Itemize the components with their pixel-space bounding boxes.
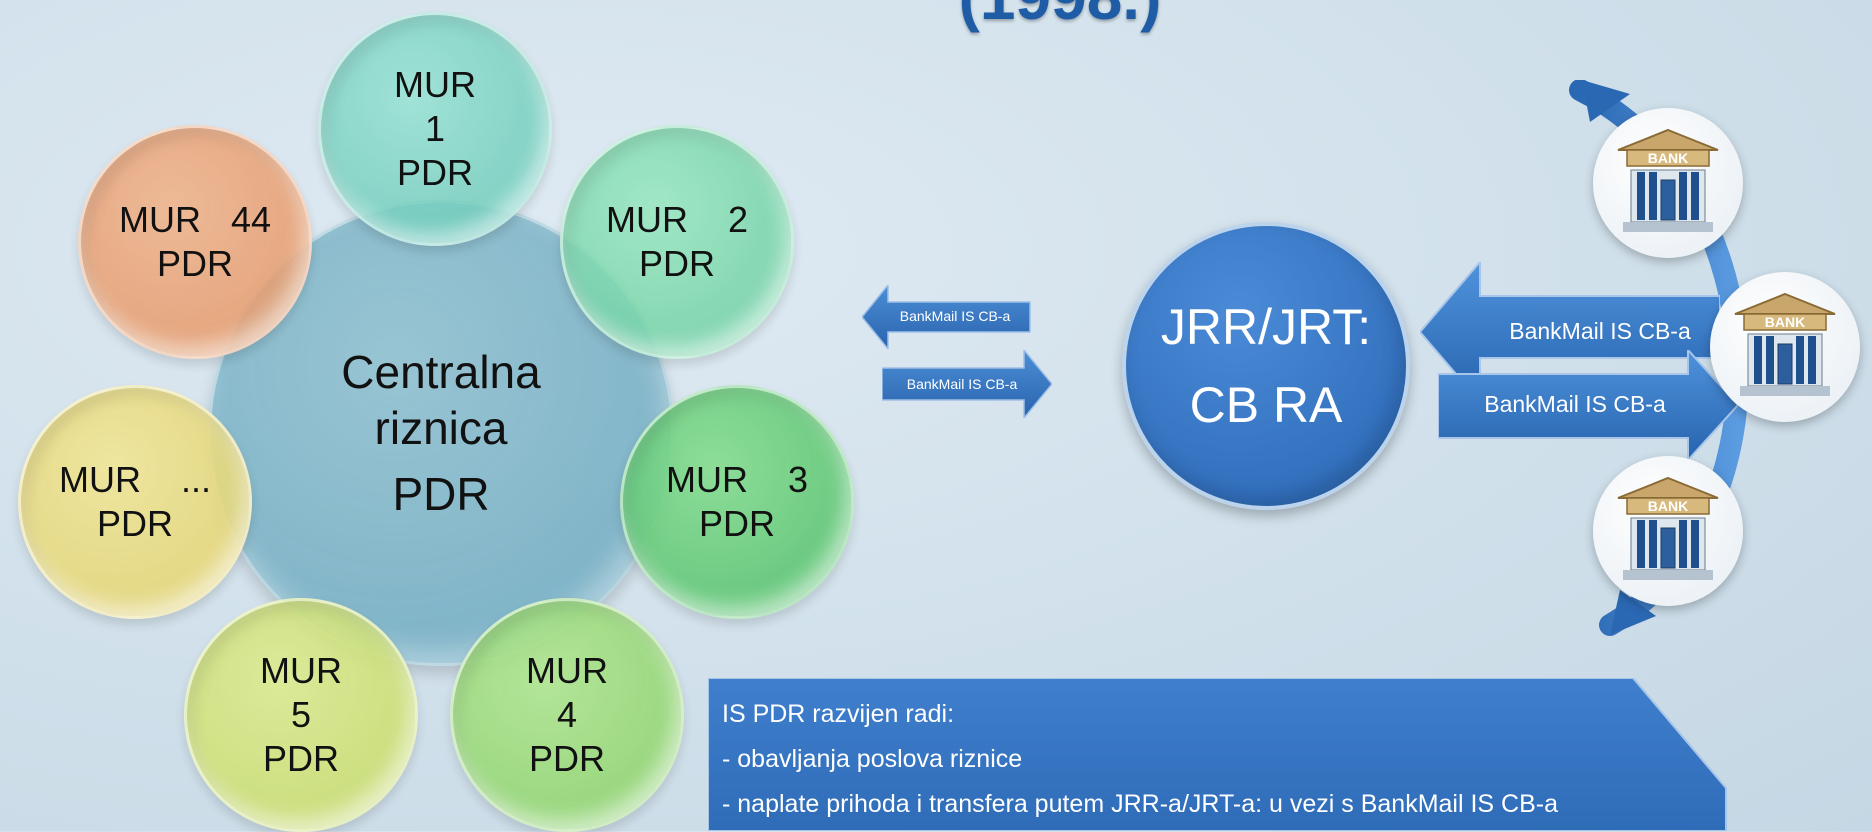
- big-arrow-right: [1438, 350, 1738, 460]
- mur4-line-2: 4: [556, 694, 578, 735]
- mur1-line-2: 1: [424, 108, 446, 149]
- mur5-line-1: MUR: [260, 650, 342, 691]
- jrr-jrt-circle: JRR/JRT: CB RA: [1122, 222, 1410, 510]
- slide-title: (1998.): [930, 0, 1190, 34]
- central-line-2: riznica: [374, 402, 508, 454]
- central-line-1: Centralna: [341, 346, 541, 398]
- bank-icon-top: BANK: [1593, 108, 1743, 258]
- bottom-line-3: - naplate prihoda i transfera putem JRR-…: [722, 790, 1558, 818]
- big-arrow-left-label: BankMail IS CB-a: [1509, 318, 1691, 344]
- bank-building-icon: BANK: [1617, 128, 1719, 232]
- bank-icon-bottom: BANK: [1593, 456, 1743, 606]
- mur-bubble-5: MUR 5 PDR: [184, 598, 418, 832]
- mur1-line-3: PDR: [396, 152, 473, 193]
- bank-label: BANK: [1648, 150, 1688, 166]
- mur44-line-2: PDR: [156, 243, 233, 284]
- mur5-line-2: 5: [290, 694, 312, 735]
- mur2-line-1: MUR 2: [605, 199, 748, 240]
- mur-bubble-1: MUR 1 PDR: [318, 12, 552, 246]
- bank-label: BANK: [1765, 314, 1805, 330]
- small-arrow-left: [862, 285, 1031, 349]
- central-line-3: PDR: [392, 468, 490, 520]
- big-arrow-right-label: BankMail IS CB-a: [1484, 391, 1666, 417]
- bottom-info-panel: IS PDR razvijen radi: - obavljanja poslo…: [708, 678, 1728, 831]
- bottom-line-1: IS PDR razvijen radi:: [722, 700, 955, 728]
- bottom-text-block: IS PDR razvijen radi: - obavljanja poslo…: [722, 692, 1558, 827]
- mur-bubble-2: MUR 2 PDR: [560, 125, 794, 359]
- bank-icon-middle: BANK: [1710, 272, 1860, 422]
- bottom-panel-arrow-shape: [708, 678, 1727, 831]
- bank-building-icon: BANK: [1734, 292, 1836, 396]
- mur5-line-3: PDR: [262, 738, 339, 779]
- mur2-line-2: PDR: [638, 243, 715, 284]
- bottom-line-2: - obavljanja poslova riznice: [722, 745, 1023, 773]
- mur1-line-1: MUR: [394, 64, 476, 105]
- mur-bubble-4: MUR 4 PDR: [450, 598, 684, 832]
- small-arrow-left-label: BankMail IS CB-a: [899, 308, 1011, 324]
- mur-bubble-dots: MUR ... PDR: [18, 385, 252, 619]
- mur44-line-1: MUR 44: [118, 199, 272, 240]
- mur4-line-1: MUR: [526, 650, 608, 691]
- mur-bubble-44: MUR 44 PDR: [78, 125, 312, 359]
- mur3-line-1: MUR 3: [665, 459, 808, 500]
- small-arrow-right-label: BankMail IS CB-a: [906, 376, 1018, 392]
- murdots-line-2: PDR: [96, 503, 173, 544]
- mur3-line-2: PDR: [698, 503, 775, 544]
- jrr-line-1: JRR/JRT:: [1160, 299, 1372, 355]
- mur-bubble-3: MUR 3 PDR: [620, 385, 854, 619]
- bank-label: BANK: [1648, 498, 1688, 514]
- murdots-line-1: MUR ...: [59, 459, 211, 500]
- small-arrow-right: [882, 350, 1052, 418]
- mur4-line-3: PDR: [528, 738, 605, 779]
- bank-building-icon: BANK: [1617, 476, 1719, 580]
- jrr-line-2: CB RA: [1189, 377, 1343, 433]
